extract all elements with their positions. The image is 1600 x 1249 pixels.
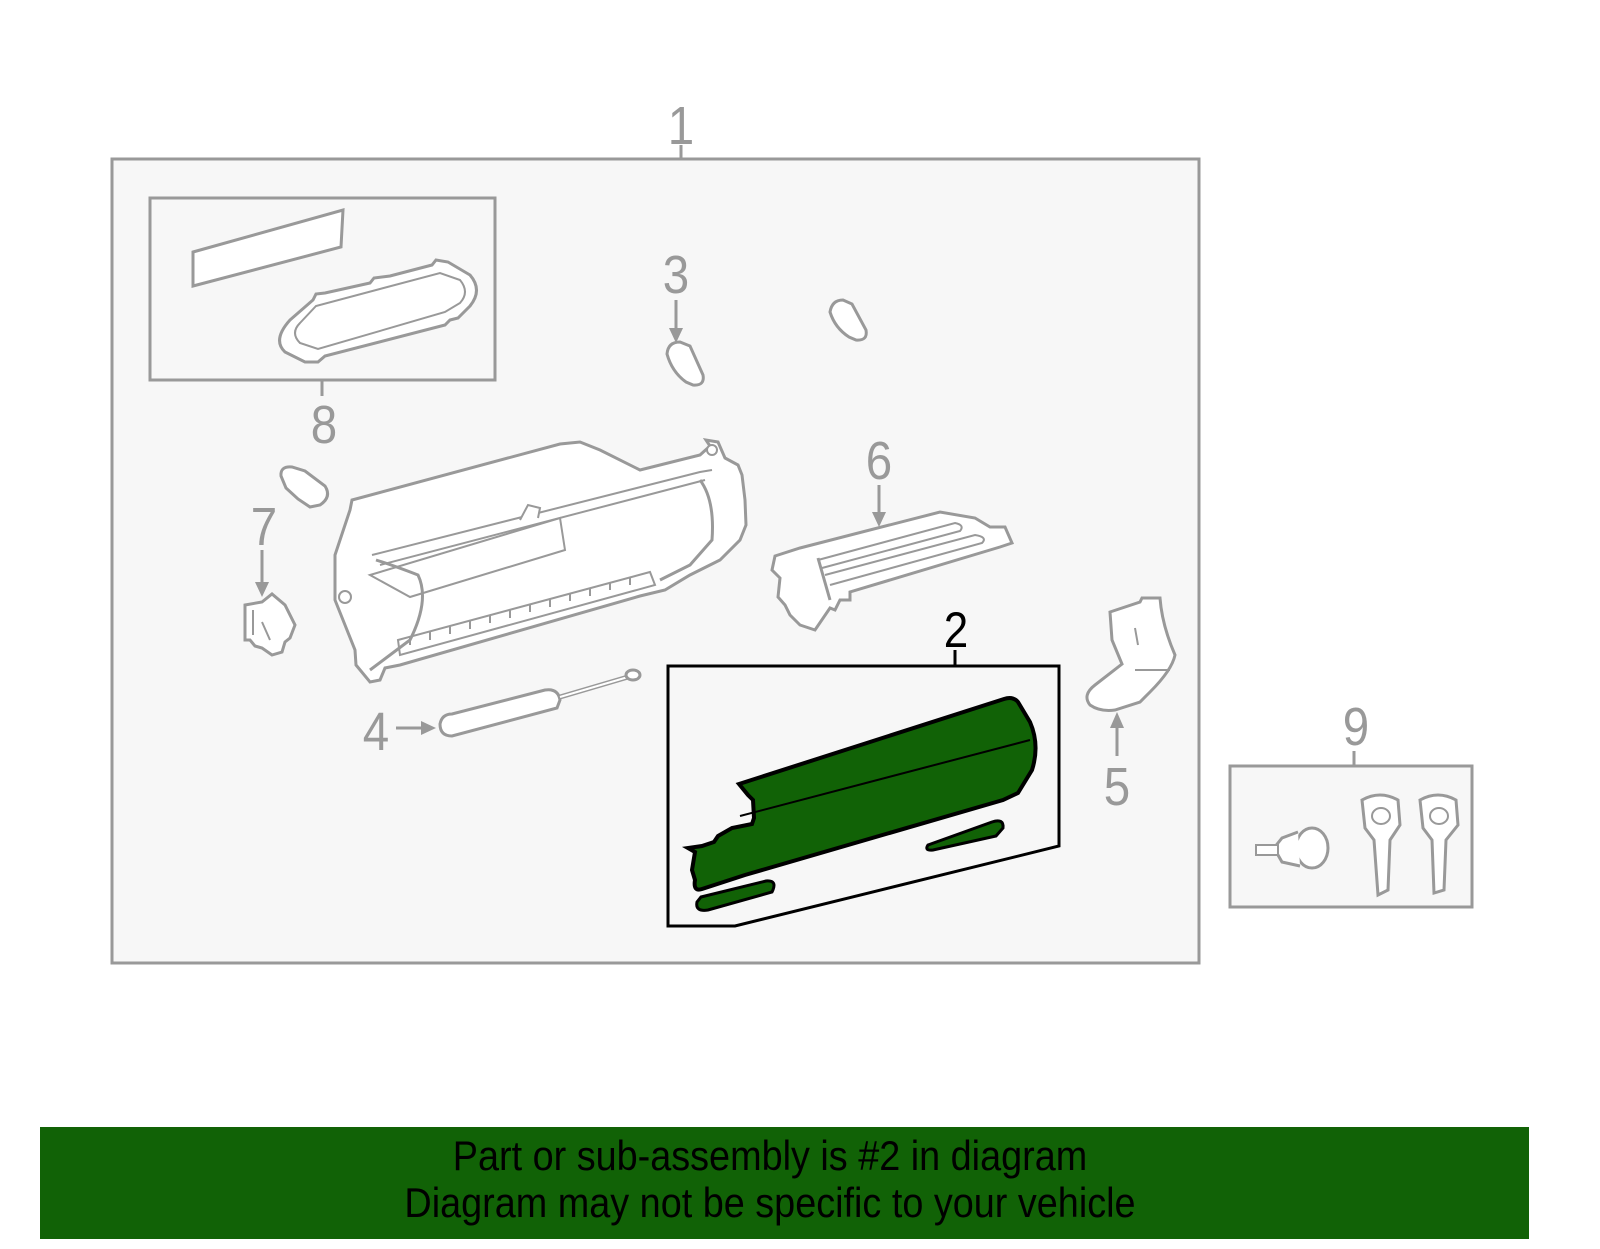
- part-3-stopper[interactable]: [665, 298, 868, 387]
- lock-cylinder-icon: [1255, 826, 1330, 870]
- part-5-bracket[interactable]: [1085, 596, 1177, 756]
- part-1-glove-box-housing[interactable]: [333, 437, 748, 684]
- callout-7: 7: [250, 497, 278, 557]
- key-icon: [1418, 793, 1460, 895]
- info-banner: Part or sub-assembly is #2 in diagram Di…: [40, 1127, 1529, 1239]
- part-2-glove-box-door[interactable]: [666, 650, 1061, 928]
- callout-6: 6: [865, 431, 893, 491]
- part-9-lock-and-keys[interactable]: [1228, 751, 1474, 909]
- part-8-lamp-kit[interactable]: [148, 196, 497, 396]
- callout-4: 4: [362, 702, 390, 762]
- callout-9: 9: [1342, 697, 1370, 757]
- part-4-damper[interactable]: [396, 668, 642, 738]
- part-7-clip[interactable]: [243, 465, 330, 657]
- key-icon: [1360, 793, 1402, 898]
- banner-disclaimer: Diagram may not be specific to your vehi…: [404, 1179, 1136, 1226]
- parts-diagram: [110, 145, 1474, 965]
- part-6-reinforcement-rail[interactable]: [770, 485, 1015, 632]
- banner-part-note: Part or sub-assembly is #2 in diagram: [452, 1132, 1088, 1179]
- callout-8: 8: [310, 395, 338, 455]
- callout-3: 3: [662, 245, 690, 305]
- callout-1: 1: [667, 96, 695, 156]
- callout-5: 5: [1103, 757, 1131, 817]
- callout-2: 2: [943, 602, 969, 658]
